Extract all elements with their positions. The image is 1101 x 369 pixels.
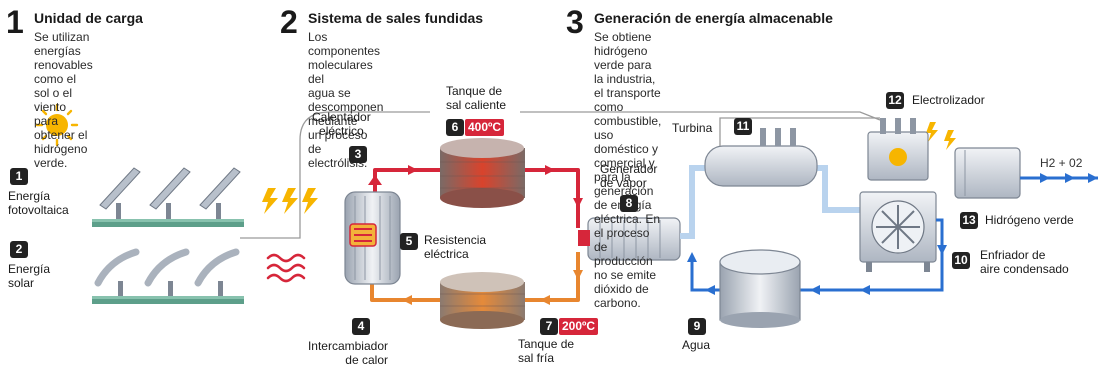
temperature-cold: 200ºC — [559, 318, 599, 335]
label-electrolizador: Electrolizador — [912, 93, 985, 107]
step-title: Unidad de carga — [34, 10, 143, 26]
label-turbina: Turbina — [672, 121, 713, 135]
water-tank-icon — [719, 249, 801, 328]
heat-waves-icon — [266, 253, 306, 283]
hot-salt-pipe — [373, 168, 580, 228]
electrolyzer-icon — [867, 118, 929, 181]
temperature-hot: 400ºC — [465, 119, 505, 136]
badge-6: 6 — [446, 119, 464, 136]
label-agua: Agua — [682, 338, 711, 352]
hydrogen-storage-icon — [954, 147, 1021, 199]
step-title: Sistema de sales fundidas — [308, 10, 484, 26]
step-title: Generación de energía almacenable — [594, 10, 833, 26]
turbine-icon — [704, 117, 880, 187]
lightning-electrolyzer-icon — [926, 122, 956, 150]
power-cable — [240, 111, 430, 239]
hot-salt-tank-icon — [440, 138, 525, 208]
badge-8: 8 — [620, 195, 638, 212]
air-cooler-icon — [859, 191, 937, 272]
steam-generator-icon — [578, 217, 681, 261]
badge-11: 11 — [734, 118, 752, 135]
sun-icon — [35, 103, 79, 147]
badge-10: 10 — [952, 252, 970, 269]
badge-5: 5 — [400, 233, 418, 250]
step-description: Se utilizan energías renovables como el … — [34, 30, 93, 170]
badge-7: 7 — [540, 318, 558, 335]
badge-2: 2 — [10, 241, 28, 258]
step-description: Se obtiene hidrógeno verde para la indus… — [594, 30, 662, 310]
lightning-icon — [262, 188, 318, 214]
badge-3: 3 — [349, 146, 367, 163]
step-number: 3 — [566, 4, 584, 40]
step-number: 1 — [6, 4, 24, 40]
h2-output-label: H2 + 02 — [1040, 156, 1083, 170]
badge-9: 9 — [688, 318, 706, 335]
solar-concentrators-icon — [92, 248, 244, 304]
badge-12: 12 — [886, 92, 904, 109]
badge-1: 1 — [10, 168, 28, 185]
label-hidrogeno-verde: Hidrógeno verde — [985, 213, 1074, 227]
cold-salt-tank-icon — [440, 272, 525, 329]
power-cable-to-electrolyzer — [520, 111, 881, 121]
electric-heater-icon — [344, 191, 401, 285]
photovoltaic-panels-icon — [92, 167, 244, 227]
steam-pipe — [815, 165, 860, 213]
badge-4: 4 — [352, 318, 370, 335]
badge-13: 13 — [960, 212, 978, 229]
step-description: Los componentes moleculares del agua se … — [308, 30, 384, 170]
step-number: 2 — [280, 4, 298, 40]
